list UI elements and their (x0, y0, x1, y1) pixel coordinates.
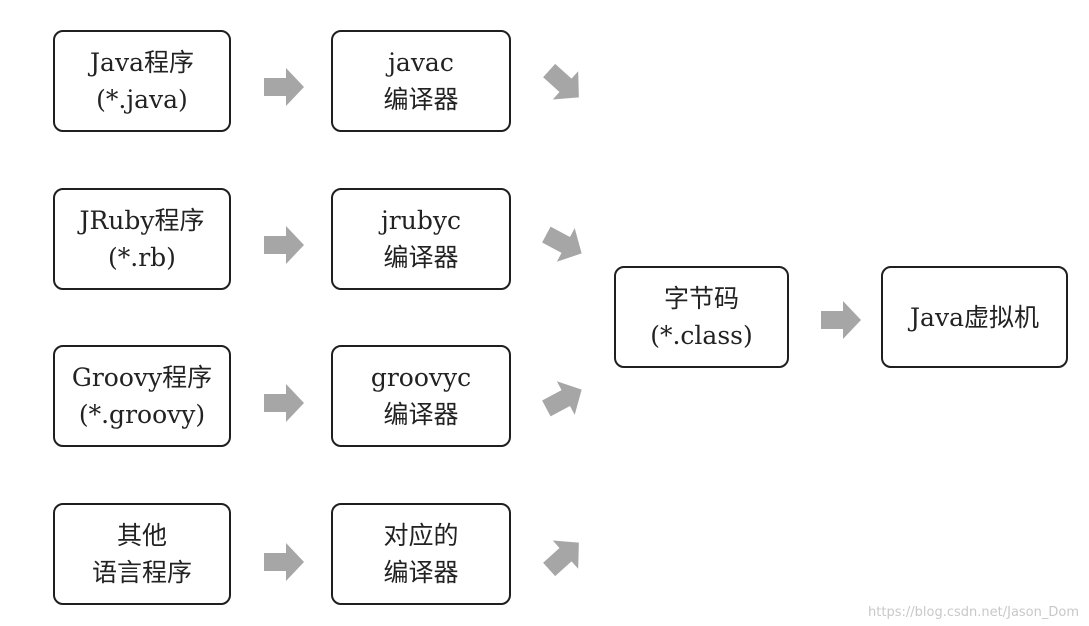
arrow-right-icon (264, 543, 304, 581)
source-extension: (*.java) (96, 85, 188, 114)
compiler-name: javac (388, 48, 454, 77)
source-label: Groovy程序 (71, 363, 213, 392)
arrow-up-right-icon (542, 381, 582, 417)
compiler-name: jrubyc (381, 206, 461, 235)
compiler-name: 对应的 (383, 521, 459, 550)
arrow-down-right-icon (543, 63, 579, 100)
arrow-right-icon (264, 384, 304, 422)
jvm-label: Java虚拟机 (910, 302, 1039, 332)
source-extension: (*.rb) (108, 243, 176, 272)
watermark: https://blog.csdn.net/Jason_Dom (868, 605, 1079, 620)
source-extension: (*.groovy) (78, 400, 206, 429)
source-label: Java程序 (90, 48, 194, 77)
compiler-label: 编译器 (383, 400, 459, 429)
jvm-box: Java虚拟机 (881, 266, 1068, 368)
source-label: 其他 (116, 521, 167, 550)
arrow-down-right-icon (542, 226, 582, 262)
arrow-right-icon (264, 68, 304, 106)
compiler-label: 编译器 (383, 558, 459, 587)
source-box-java: Java程序 (*.java) (53, 30, 231, 132)
compiler-box-javac: javac 编译器 (331, 30, 511, 132)
source-box-other: 其他 语言程序 (53, 503, 231, 605)
bytecode-box: 字节码 (*.class) (614, 266, 789, 368)
bytecode-label: 字节码 (663, 284, 739, 313)
compiler-box-jrubyc: jrubyc 编译器 (331, 188, 511, 290)
compiler-name: groovyc (370, 363, 472, 392)
source-label: JRuby程序 (79, 206, 205, 235)
arrow-right-icon (821, 301, 861, 339)
source-box-jruby: JRuby程序 (*.rb) (53, 188, 231, 290)
compiler-box-other: 对应的 编译器 (331, 503, 511, 605)
source-box-groovy: Groovy程序 (*.groovy) (53, 345, 231, 447)
compiler-label: 编译器 (383, 85, 459, 114)
compiler-box-groovyc: groovyc 编译器 (331, 345, 511, 447)
compiler-label: 编译器 (383, 243, 459, 272)
source-label-line2: 语言程序 (91, 558, 192, 587)
bytecode-extension: (*.class) (650, 321, 753, 350)
arrow-right-icon (264, 226, 304, 264)
arrow-up-right-icon (543, 540, 579, 577)
